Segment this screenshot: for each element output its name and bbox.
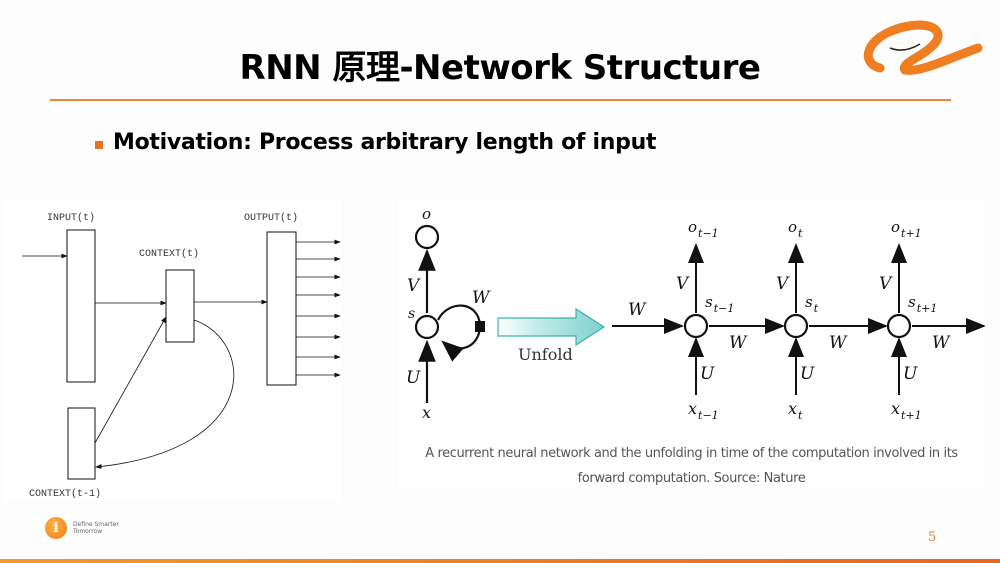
step-u-label: U [700,364,715,384]
footer-bar [0,559,1000,563]
elman-network-diagram: INPUT(t) OUTPUT(t) CONTEXT(t) CONTEXT(t-… [4,200,342,502]
logo-swoosh [863,20,983,75]
tagline-line-2: Tomorrow [73,528,103,535]
prev-context-label: CONTEXT(t-1) [29,488,101,500]
folded-output-node [414,224,440,250]
step-v-label: V [879,274,893,294]
step-input-label: xt [788,399,803,422]
alibaba-logo [863,20,983,75]
step-state-label: st−1 [705,293,734,315]
step-w-label: W [829,333,848,353]
slide-title: RNN 原理-Network Structure [239,48,761,88]
page-number: 5 [928,530,937,545]
info-logo-icon: i [45,517,67,539]
output-arrows [296,239,341,378]
context-copy-arrow [95,319,235,469]
figure-caption: A recurrent neural network and the unfol… [398,441,985,491]
folded-delay-square [475,321,485,332]
footer-brand: i Define Smarter Tomorrow [45,517,119,539]
step-state-node [886,313,912,339]
step-w-label: W [729,333,748,353]
step-output-label: ot [788,218,803,240]
step-state-node [783,313,809,339]
step-u-label: U [903,364,918,384]
folded-u-label: U [406,368,421,388]
step-output-label: ot+1 [891,218,922,240]
step-output-label: ot−1 [688,218,719,240]
step-u-label: U [800,364,815,384]
unfold-arrow-shape [497,307,606,347]
footer-tagline: Define Smarter Tomorrow [73,521,119,535]
w-in-label: W [628,300,647,320]
caption-line-2: forward computation. Source: Nature [577,471,806,486]
unfold-arrow: Unfold [497,307,606,364]
folded-state-node [414,314,440,340]
folded-w-label: W [472,288,491,308]
output-layer-box [266,231,297,386]
step-input-label: xt+1 [891,399,922,422]
unfold-label: Unfold [518,345,573,364]
step-input-label: xt−1 [688,399,719,422]
folded-input-label: x [422,403,431,422]
bullet-marker [95,140,103,149]
tagline-line-1: Define Smarter [73,521,119,528]
step-state-node [683,313,709,339]
folded-w-loop [437,304,482,362]
input-layer-box [66,229,96,383]
context-layer-box [165,269,195,343]
input-label: INPUT(t) [47,212,95,224]
step-v-label: V [776,274,790,294]
step-state-label: st+1 [908,293,937,315]
folded-v-label: V [407,276,421,296]
folded-state-label: s [408,306,415,322]
title-divider [50,99,951,101]
step-w-label: W [932,333,951,353]
folded-rnn: o V s W U x [406,205,491,422]
prev-context-to-context-arrow [94,316,167,444]
step-state-label: st [805,293,819,315]
bullet-text: Motivation: Process arbitrary length of … [113,130,657,155]
prev-context-box [67,407,96,480]
caption-line-1: A recurrent neural network and the unfol… [425,446,958,461]
logo-face [889,43,921,51]
context-label: CONTEXT(t) [139,248,199,260]
step-v-label: V [676,274,690,294]
bullet-item: Motivation: Process arbitrary length of … [95,130,656,155]
output-label: OUTPUT(t) [244,212,298,224]
folded-output-label: o [422,205,431,223]
